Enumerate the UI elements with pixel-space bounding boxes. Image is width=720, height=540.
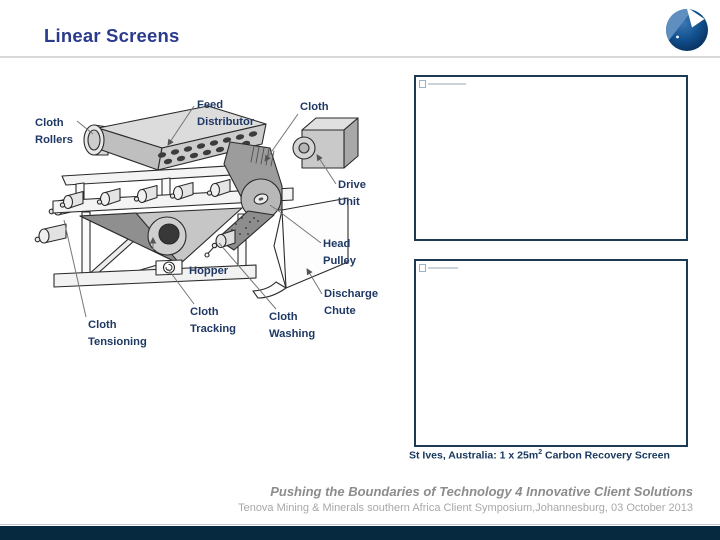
globe-light-segment: [665, 9, 693, 41]
label-cloth-rollers: Cloth: [35, 117, 64, 129]
svg-text:Tracking: Tracking: [190, 323, 236, 335]
linear-screen-machine: [34, 105, 359, 299]
label-discharge-chute: Discharge: [324, 288, 378, 300]
leader-discharge-chute: [306, 268, 323, 295]
globe-highlight-dot: [676, 35, 679, 39]
leader-cloth: [264, 113, 299, 162]
label-cloth: Cloth: [300, 101, 329, 113]
leader-cloth-rollers: [76, 120, 94, 135]
leader-cloth-tracking: [167, 268, 195, 305]
leader-feed-distributor: [167, 105, 195, 146]
cloth-tracking-unit: [155, 259, 183, 276]
footer-bar: [0, 526, 720, 540]
cloth-roller-end: [83, 124, 105, 156]
photo-placeholder-top: [414, 75, 688, 241]
footer-tagline: Pushing the Boundaries of Technology 4 I…: [270, 484, 693, 499]
leader-cloth-tensioning: [63, 219, 87, 318]
svg-text:Washing: Washing: [269, 328, 315, 340]
discharge-chute-shape: [252, 197, 349, 299]
label-feed-distributor: Feed: [197, 99, 223, 111]
broken-image-icon: [419, 80, 426, 88]
label-cloth-washing: Cloth: [269, 311, 298, 323]
label-head-pulley: Head: [323, 238, 351, 250]
broken-image-icon: [419, 264, 426, 272]
broken-image-placeholder: [419, 80, 466, 88]
svg-text:Tensioning: Tensioning: [88, 336, 147, 348]
label-hopper: Hopper: [189, 265, 229, 277]
feed-perforations: [157, 131, 258, 165]
leader-head-pulley: [269, 204, 322, 244]
footer-divider: [0, 524, 720, 525]
diagram-labels: Cloth Rollers Feed Distributor Cloth Dri…: [35, 99, 378, 348]
label-drive-unit: Drive: [338, 179, 366, 191]
globe-notch: [686, 8, 705, 28]
svg-text:Unit: Unit: [338, 196, 360, 208]
broken-image-placeholder: [419, 264, 458, 272]
title-divider: [0, 56, 720, 58]
slide-footer: Pushing the Boundaries of Technology 4 I…: [0, 484, 693, 516]
page-title: Linear Screens: [44, 25, 180, 46]
leader-drive-unit: [316, 154, 337, 185]
company-globe-logo: [665, 8, 708, 51]
label-cloth-tracking: Cloth: [190, 306, 219, 318]
svg-text:Pulley: Pulley: [323, 255, 357, 267]
linear-screen-diagram: Cloth Rollers Feed Distributor Cloth Dri…: [34, 99, 378, 348]
photo-placeholder-bottom: [414, 259, 688, 447]
svg-text:Distributor: Distributor: [197, 116, 255, 128]
leader-lines: [63, 105, 337, 318]
footer-event-info: Tenova Mining & Minerals southern Africa…: [238, 502, 693, 514]
drive-unit-box: [292, 117, 359, 169]
photo-caption: St Ives, Australia: 1 x 25m2 Carbon Reco…: [409, 449, 670, 462]
svg-text:Chute: Chute: [324, 305, 356, 317]
label-cloth-tensioning: Cloth: [88, 319, 117, 331]
leader-cloth-washing: [218, 242, 277, 310]
hopper-shape: [79, 207, 243, 265]
svg-text:Rollers: Rollers: [35, 134, 73, 146]
